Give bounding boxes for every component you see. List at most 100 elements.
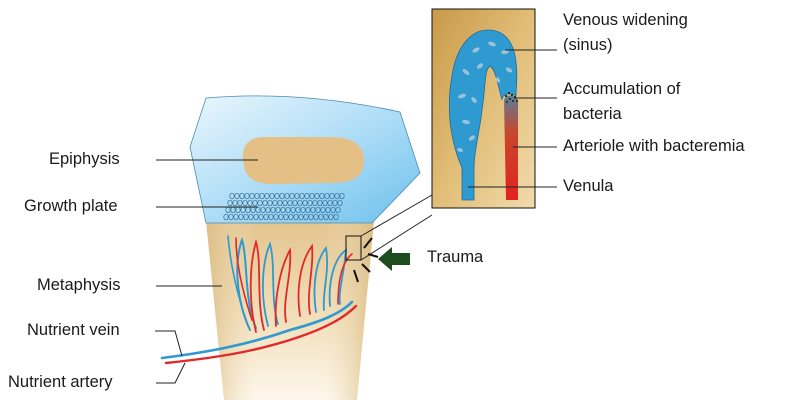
growth-plate-cell <box>333 213 339 221</box>
svg-text:(sinus): (sinus) <box>563 36 613 54</box>
epiphysis-core <box>242 137 364 184</box>
growth-plate-cell <box>304 192 310 200</box>
growth-plate-cell <box>274 192 280 200</box>
growth-plate-cell <box>253 213 259 221</box>
focus-box <box>345 194 433 261</box>
growth-plate-cell <box>315 206 321 214</box>
nutrient-vein <box>160 300 354 360</box>
growth-plate-cell <box>288 213 294 221</box>
growth-plate-cell <box>327 199 333 207</box>
growth-plate-cell <box>334 192 340 200</box>
growth-plate-cell <box>262 199 268 207</box>
growth-plate-cell <box>317 199 323 207</box>
growth-plate-cell <box>305 206 311 214</box>
svg-text:Nutrient vein: Nutrient vein <box>27 321 120 339</box>
label-metaphysis: Metaphysis <box>37 276 222 294</box>
growth-plate-cell <box>294 192 300 200</box>
label-accumulation: Accumulation of bacteria <box>514 80 681 123</box>
growth-plate-cell <box>325 206 331 214</box>
growth-plate-cell <box>270 206 276 214</box>
svg-text:Metaphysis: Metaphysis <box>37 276 120 294</box>
growth-plate-cell <box>308 213 314 221</box>
growth-plate-cell <box>279 192 285 200</box>
growth-plate-cell <box>299 192 305 200</box>
growth-plate-cell <box>339 192 345 200</box>
trauma-impact-marks <box>353 237 379 283</box>
label-growth-plate: Growth plate <box>24 197 258 215</box>
growth-plate-cell <box>329 192 335 200</box>
growth-plate-cell <box>267 199 273 207</box>
growth-plate-cell <box>283 213 289 221</box>
growth-plate-cell <box>307 199 313 207</box>
growth-plate-cell <box>293 213 299 221</box>
growth-plate-cell <box>247 199 253 207</box>
growth-plate-cell <box>257 199 263 207</box>
svg-text:Arteriole with bacteremia: Arteriole with bacteremia <box>563 137 745 155</box>
growth-plate-cell <box>314 192 320 200</box>
growth-plate-cell <box>275 206 281 214</box>
growth-plate-cells <box>223 192 345 221</box>
svg-text:Venula: Venula <box>563 177 614 195</box>
growth-plate-cell <box>280 206 286 214</box>
sinus-cells <box>457 41 513 152</box>
growth-plate-cell <box>292 199 298 207</box>
growth-plate-cell <box>320 206 326 214</box>
label-venous-widening: Venous widening (sinus) <box>505 11 688 54</box>
trauma-arrow-icon <box>378 247 410 271</box>
growth-plate-cell <box>248 213 254 221</box>
growth-plate-cell <box>289 192 295 200</box>
label-epiphysis: Epiphysis <box>49 150 258 168</box>
arteriole <box>504 95 518 200</box>
growth-plate-cell <box>309 192 315 200</box>
growth-plate-cell <box>324 192 330 200</box>
growth-plate-cell <box>277 199 283 207</box>
growth-plate-cell <box>328 213 334 221</box>
growth-plate-cell <box>227 199 233 207</box>
svg-text:bacteria: bacteria <box>563 105 623 123</box>
growth-plate-cell <box>238 213 244 221</box>
growth-plate-cell <box>302 199 308 207</box>
growth-plate-cell <box>228 213 234 221</box>
svg-text:Venous widening: Venous widening <box>563 11 688 29</box>
svg-text:Nutrient artery: Nutrient artery <box>8 373 113 391</box>
growth-plate-cell <box>285 206 291 214</box>
label-venula: Venula <box>468 177 614 195</box>
growth-plate-cell <box>287 199 293 207</box>
growth-plate-cell <box>310 206 316 214</box>
growth-plate-cell <box>284 192 290 200</box>
growth-plate-cell <box>229 192 235 200</box>
growth-plate-cell <box>252 199 258 207</box>
growth-plate-cell <box>265 206 271 214</box>
growth-plate-cell <box>312 199 318 207</box>
growth-plate-cell <box>295 206 301 214</box>
growth-plate-cell <box>313 213 319 221</box>
growth-plate-cell <box>234 192 240 200</box>
growth-plate-cell <box>318 213 324 221</box>
epiphysis-cap <box>189 95 421 224</box>
growth-plate-cell <box>330 206 336 214</box>
growth-plate-cell <box>237 199 243 207</box>
growth-plate-cell <box>263 213 269 221</box>
growth-plate-cell <box>319 192 325 200</box>
growth-plate-cell <box>244 192 250 200</box>
growth-plate-cell <box>337 199 343 207</box>
growth-plate-cell <box>243 213 249 221</box>
label-nutrient-artery: Nutrient artery <box>8 362 186 391</box>
growth-plate-cell <box>268 213 274 221</box>
nutrient-artery <box>164 304 358 365</box>
growth-plate-cell <box>278 213 284 221</box>
growth-plate-cell <box>282 199 288 207</box>
growth-plate-cell <box>223 213 229 221</box>
growth-plate-cell <box>258 213 264 221</box>
growth-plate-cell <box>272 199 278 207</box>
growth-plate-cell <box>232 199 238 207</box>
growth-plate-cell <box>322 199 328 207</box>
svg-text:Accumulation of: Accumulation of <box>563 80 681 98</box>
growth-plate-cell <box>264 192 270 200</box>
growth-plate-cell <box>335 206 341 214</box>
growth-plate-cell <box>290 206 296 214</box>
growth-plate-cell <box>259 192 265 200</box>
growth-plate-cell <box>300 206 306 214</box>
bone-shaft <box>206 220 374 400</box>
growth-plate-cell <box>273 213 279 221</box>
